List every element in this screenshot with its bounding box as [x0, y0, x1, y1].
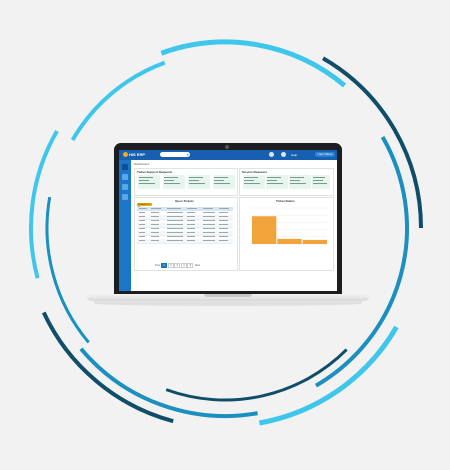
- summary-card[interactable]: [138, 175, 160, 189]
- filter-chip[interactable]: Assigned to Me: [137, 203, 152, 209]
- chart-bar[interactable]: [302, 239, 327, 244]
- panel-title: Open Tickets: [175, 199, 194, 203]
- search-icon[interactable]: ⌕: [186, 152, 189, 157]
- sidebar-item-tickets[interactable]: [122, 174, 128, 180]
- table-row[interactable]: [137, 215, 233, 220]
- search-input[interactable]: ⌕: [160, 152, 190, 157]
- help-link[interactable]: Help: [291, 153, 298, 157]
- ring-arc: [314, 136, 409, 388]
- pager-prev[interactable]: Prev: [155, 264, 161, 267]
- panel-title: Ticket Status: [276, 199, 295, 203]
- page-button[interactable]: 2: [167, 263, 174, 268]
- notification-icon[interactable]: [281, 152, 286, 157]
- ring-arc: [165, 348, 348, 402]
- top-navbar: HIS ERP ⌕ Help User Name: [119, 150, 337, 160]
- ring-arc: [45, 196, 90, 344]
- ring-arc: [41, 311, 174, 424]
- app-logo[interactable]: HIS ERP: [123, 152, 146, 158]
- summary-card[interactable]: [213, 175, 235, 189]
- service-requests-panel: Service Requests: [239, 168, 334, 196]
- laptop-base: [86, 294, 370, 301]
- summary-card[interactable]: [163, 175, 185, 189]
- laptop-mockup: HIS ERP ⌕ Help User Name Dashboard Ticke…: [86, 143, 370, 306]
- ring-arc: [258, 325, 399, 426]
- table-header: [137, 207, 233, 211]
- summary-card[interactable]: [266, 175, 288, 189]
- sidebar-item-settings[interactable]: [122, 194, 128, 200]
- pager-next[interactable]: Next: [194, 264, 201, 267]
- summary-card[interactable]: [312, 175, 330, 189]
- ring-arc: [79, 347, 258, 418]
- sidebar-item-reports[interactable]: [122, 184, 128, 190]
- table-row[interactable]: [137, 239, 233, 244]
- breadcrumb[interactable]: Dashboard: [134, 162, 149, 166]
- table-row[interactable]: [137, 231, 233, 236]
- laptop-lid: HIS ERP ⌕ Help User Name Dashboard Ticke…: [114, 143, 342, 294]
- laptop-notch: [204, 294, 252, 297]
- logo-text: HIS ERP: [129, 152, 146, 157]
- help-icon[interactable]: [269, 152, 274, 157]
- page-button[interactable]: 4: [180, 263, 187, 268]
- ticket-status-chart: [251, 207, 327, 245]
- summary-card[interactable]: [289, 175, 311, 189]
- ring-arc: [29, 130, 59, 279]
- sidebar: [119, 160, 131, 291]
- sidebar-item-home[interactable]: [122, 164, 128, 170]
- panel-title: Service Requests: [242, 170, 268, 174]
- summary-card[interactable]: [243, 175, 265, 189]
- support-requests-panel: Ticket Support Requests: [134, 168, 238, 196]
- camera-dot: [225, 145, 229, 149]
- page-button[interactable]: 1: [161, 263, 168, 268]
- chart-bar[interactable]: [277, 238, 302, 244]
- ring-arc: [321, 56, 423, 229]
- laptop-shadow: [94, 301, 362, 306]
- panel-title: Ticket Support Requests: [137, 170, 173, 174]
- summary-card[interactable]: [188, 175, 210, 189]
- ring-arc: [160, 39, 347, 88]
- app-screen: HIS ERP ⌕ Help User Name Dashboard Ticke…: [119, 150, 337, 291]
- table-row[interactable]: [137, 223, 233, 228]
- logo-icon: [123, 152, 128, 158]
- ticket-status-panel: Ticket Status: [239, 197, 334, 271]
- chart-bar[interactable]: [252, 216, 277, 244]
- page-button[interactable]: 5: [187, 263, 194, 268]
- page-button[interactable]: 3: [174, 263, 181, 268]
- ring-arc: [70, 60, 166, 142]
- user-menu[interactable]: User Name: [315, 152, 335, 157]
